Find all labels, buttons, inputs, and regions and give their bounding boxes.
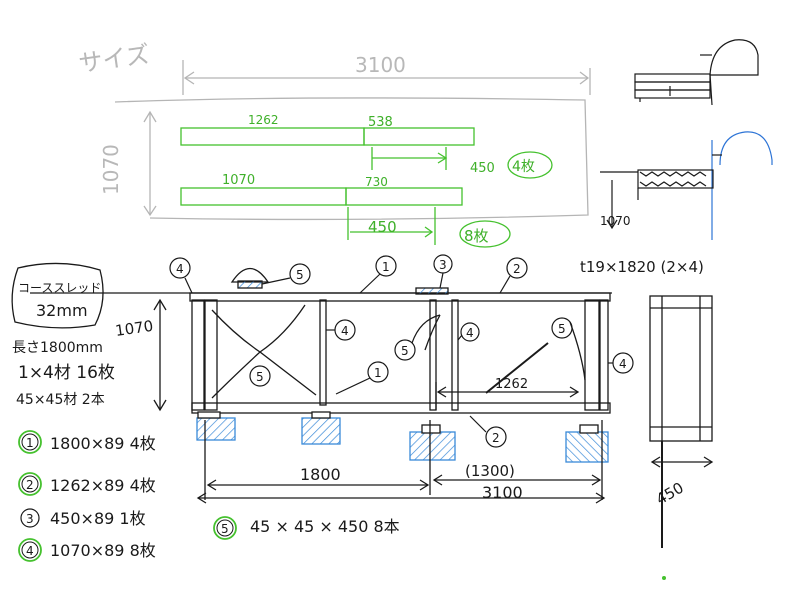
foot-2 (301, 417, 341, 445)
end-view-depth: 450 (653, 479, 687, 509)
note-45x45: 45×45材 2本 (16, 392, 105, 408)
bottom-rail (191, 402, 611, 414)
callout-2a (506, 257, 528, 279)
cut-730-label: 730 (365, 175, 388, 189)
callout-numbers: 4 5 1 3 2 4 5 4 5 1 5 4 2 (176, 258, 627, 445)
cut-a-count: 4枚 (512, 159, 535, 175)
cut-a-note: 450 (470, 161, 495, 176)
callout-1b (367, 361, 389, 383)
callout-4a (169, 257, 191, 279)
cut-a-count-ring (507, 151, 553, 179)
foot-4 (565, 431, 609, 463)
callout-text-1a: 1 (382, 260, 390, 274)
cut-board-1262 (180, 127, 365, 146)
screw-note-box: コーススレッド 32mm (11, 262, 104, 329)
cut-board-730 (345, 187, 463, 206)
callout-text-5b: 5 (256, 370, 264, 384)
part-1-ring (18, 430, 42, 454)
part-2-spec: 1262×89 4枚 (50, 476, 156, 495)
note-length: 長さ1800mm (12, 340, 103, 356)
stray-dot (662, 576, 666, 580)
callout-text-5d: 5 (558, 322, 566, 336)
callout-text-4d: 4 (619, 357, 627, 371)
dim-1800-text: 1800 (300, 465, 341, 484)
cut-board-1070 (180, 187, 347, 206)
top-rail (189, 292, 611, 302)
size-label: サイズ (77, 40, 151, 78)
note-1x4: 1×4材 16枚 (18, 363, 115, 383)
callout-2b (485, 426, 507, 448)
part-1-spec: 1800×89 4枚 (50, 434, 156, 453)
callout-5d (551, 317, 573, 339)
callout-text-5a: 5 (296, 268, 304, 282)
callout-5a (289, 263, 311, 285)
part-4-ring (18, 538, 42, 562)
callout-5b (249, 365, 271, 387)
dim-3100-text: 3100 (482, 483, 523, 502)
side-height-label: 1070 (600, 214, 631, 228)
callout-text-2a: 2 (513, 262, 521, 276)
width-arrow-left (183, 71, 195, 85)
foot-1 (196, 417, 236, 441)
dim-1300-text: (1300) (465, 462, 515, 480)
post-mid-1 (319, 299, 327, 406)
front-view (30, 267, 612, 504)
post-right (584, 299, 600, 411)
callout-4c (460, 322, 480, 342)
height-value: 1070 (99, 144, 123, 195)
board-spec: t19×1820 (2×4) (580, 258, 704, 276)
cut-plan: 1262 538 450 4枚 1070 730 450 8枚 (180, 113, 553, 248)
cut-board-538 (363, 127, 475, 146)
part-2-num: 2 (26, 478, 34, 492)
dim-1262-text: 1262 (495, 377, 528, 392)
callout-text-2b: 2 (492, 431, 500, 445)
top-bowl (230, 267, 270, 283)
callout-text-4b: 4 (341, 324, 349, 338)
part-5-ring (213, 516, 237, 540)
callout-text-3: 3 (439, 258, 447, 272)
callout-markers (169, 254, 634, 448)
top-size-sketch: サイズ 3100 1070 (77, 40, 591, 221)
side-detail-bottom: 1070 (600, 131, 773, 240)
cut-d-count: 8枚 (464, 227, 489, 245)
width-value: 3100 (355, 53, 406, 77)
part-3-num: 3 (26, 512, 34, 526)
cut-1070-label: 1070 (222, 173, 255, 188)
part-2-ring (18, 472, 42, 496)
cut-538-label: 538 (368, 115, 393, 130)
end-view: 450 (649, 295, 714, 548)
width-arrow-right (579, 71, 590, 85)
side-detail-top (634, 39, 759, 106)
size-outline (114, 97, 589, 221)
callout-1a (375, 255, 397, 277)
part-3-spec: 450×89 1枚 (50, 509, 146, 528)
part-4-num: 4 (26, 544, 34, 558)
note-height: 1070 (114, 317, 154, 340)
part-1-num: 1 (26, 436, 34, 450)
cut-d-note: 450 (368, 218, 397, 236)
cut-d-count-ring (459, 220, 511, 248)
post-left (191, 299, 205, 411)
part-5-num: 5 (221, 522, 229, 536)
post-mid-2 (429, 299, 437, 411)
screw-note-line1: コーススレッド (18, 281, 101, 295)
callout-text-5c: 5 (401, 344, 409, 358)
callout-text-1b: 1 (374, 366, 382, 380)
cut-1262-label: 1262 (248, 113, 279, 127)
foot-3 (409, 431, 456, 461)
parts-list: 1 1800×89 4枚 2 1262×89 4枚 3 450×89 1枚 4 … (18, 430, 400, 562)
part-3-ring (20, 508, 40, 528)
part-5-spec: 45 × 45 × 450 8本 (250, 517, 400, 536)
callout-text-4c: 4 (466, 326, 474, 340)
screw-note-line2: 32mm (36, 301, 88, 320)
callout-text-4a: 4 (176, 262, 184, 276)
part-4-spec: 1070×89 8枚 (50, 541, 156, 560)
callout-5c (394, 339, 416, 361)
